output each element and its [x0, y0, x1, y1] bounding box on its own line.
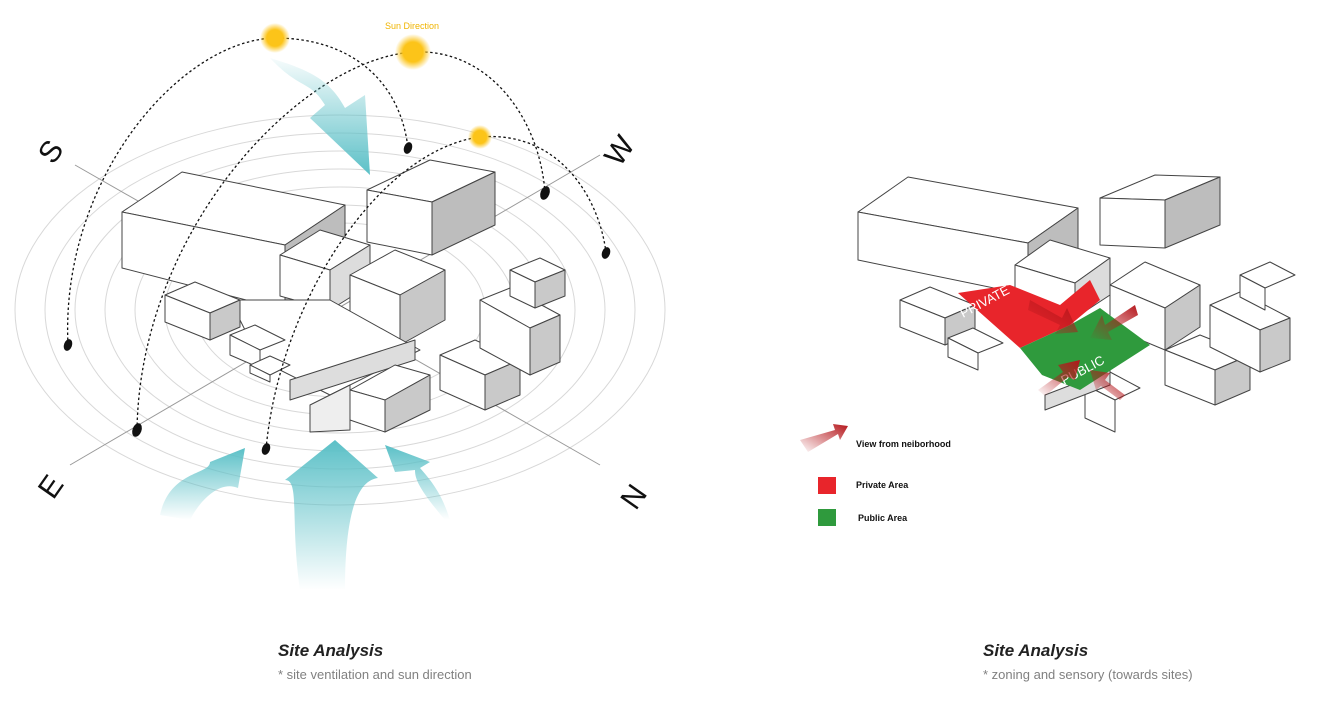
legend-public-swatch: [818, 509, 836, 526]
view-arrows: [1028, 300, 1138, 400]
zoning-buildings: [857, 174, 1296, 433]
sun-paths: [67, 37, 607, 450]
sun-icon: [395, 34, 431, 70]
left-caption-title: Site Analysis: [278, 641, 384, 660]
view-arrow-icon: [1090, 370, 1125, 400]
view-arrow-icon: [1090, 305, 1138, 340]
wind-arrow-icon: [385, 445, 450, 520]
sun-icons: [260, 23, 492, 149]
wind-arrow-icon: [160, 448, 245, 520]
compass-north-label: N: [614, 479, 653, 516]
sun-ventilation-diagram: Sun Direction S W E N Site Analysis * si…: [14, 21, 666, 682]
view-arrow-icon: [1038, 360, 1080, 396]
left-caption-subtitle: * site ventilation and sun direction: [278, 667, 472, 682]
site-ventilation-sun-svg: Sun Direction S W E N: [14, 21, 666, 590]
wind-arrow-icon: [270, 58, 370, 175]
sun-direction-label: Sun Direction: [385, 21, 439, 31]
right-caption-subtitle: * zoning and sensory (towards sites): [983, 667, 1193, 682]
zoning-diagram: PRIVATE PUBLIC View from neiborhood Priv…: [780, 0, 1331, 706]
right-caption-title: Site Analysis: [983, 641, 1089, 660]
view-arrow-icon: [1028, 300, 1078, 334]
private-zone: [958, 280, 1100, 348]
sun-icon: [260, 23, 290, 53]
compass-east-label: E: [32, 469, 71, 504]
wind-arrows: [160, 58, 450, 590]
compass-south-label: S: [32, 134, 71, 169]
public-zone: [1020, 308, 1150, 390]
sun-path-markers: [63, 142, 611, 455]
legend-view-label: View from neiborhood: [856, 439, 951, 449]
compass-west-label: W: [598, 129, 642, 172]
legend-public-label: Public Area: [858, 513, 908, 523]
legend-view-arrow-icon: [800, 424, 848, 452]
sun-icon: [468, 125, 492, 149]
zoning-sensory-svg: PRIVATE PUBLIC: [800, 174, 1296, 452]
legend-private-label: Private Area: [856, 480, 909, 490]
legend-private-swatch: [818, 477, 836, 494]
neighbor-buildings: [121, 159, 566, 433]
wind-arrow-icon: [285, 440, 378, 590]
